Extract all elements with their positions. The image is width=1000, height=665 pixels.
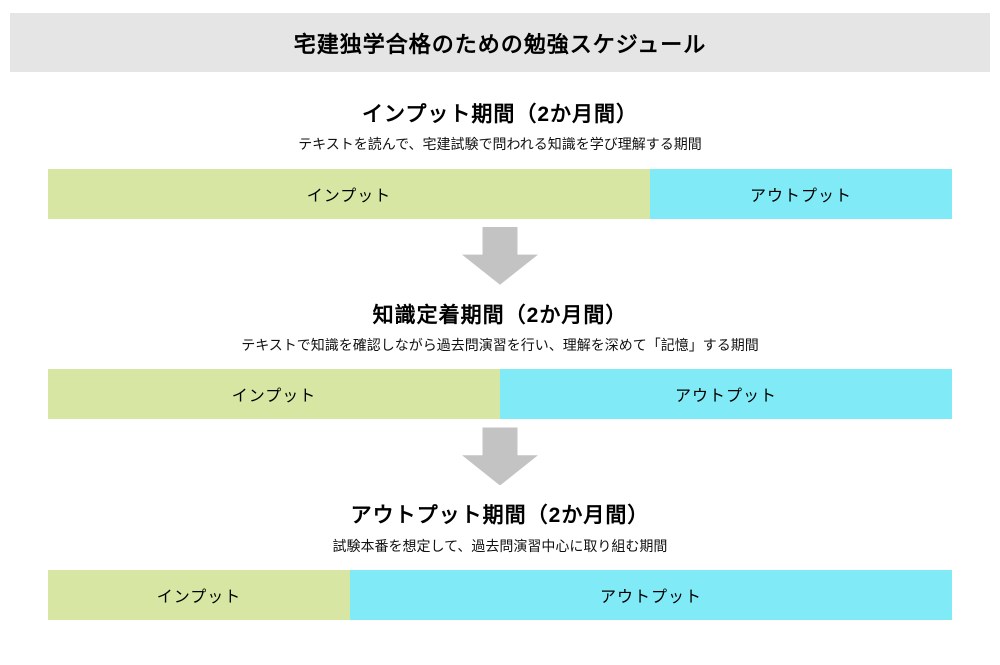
output-segment-label: アウトプット [750, 187, 853, 205]
down-arrow-icon [462, 427, 538, 486]
phase-input-period: インプット期間（2か月間） テキストを読んで、宅建試験で問われる知識を学び理解す… [0, 100, 1000, 219]
phase-subtitle: テキストで知識を確認しながら過去問演習を行い、理解を深めて「記憶」する期間 [241, 337, 759, 354]
output-segment: アウトプット [349, 570, 952, 621]
phase-consolidation-period: 知識定着期間（2か月間） テキストで知識を確認しながら過去問演習を行い、理解を深… [0, 301, 1000, 420]
input-segment: インプット [48, 168, 651, 219]
input-segment: インプット [48, 369, 500, 420]
phase-title: インプット期間（2か月間） [361, 103, 639, 126]
ratio-bar: インプット アウトプット [48, 570, 952, 621]
study-schedule-diagram: 宅建独学合格のための勉強スケジュール インプット期間（2か月間） テキストを読ん… [0, 13, 1000, 665]
input-segment-label: インプット [231, 388, 317, 406]
output-segment-label: アウトプット [674, 388, 777, 406]
ratio-bar: インプット アウトプット [48, 168, 952, 219]
output-segment-label: アウトプット [599, 589, 702, 607]
ratio-bar: インプット アウトプット [48, 369, 952, 420]
input-segment-label: インプット [306, 187, 392, 205]
phase-title: 知識定着期間（2か月間） [372, 303, 628, 327]
down-arrow-icon [462, 226, 538, 285]
input-segment-label: インプット [156, 589, 242, 607]
output-segment: アウトプット [500, 369, 952, 420]
phase-title: アウトプット期間（2か月間） [350, 504, 650, 528]
page-title: 宅建独学合格のための勉強スケジュール [293, 31, 707, 57]
phase-subtitle: テキストを読んで、宅建試験で問われる知識を学び理解する期間 [298, 136, 702, 153]
output-segment: アウトプット [650, 168, 952, 219]
phase-subtitle: 試験本番を想定して、過去問演習中心に取り組む期間 [332, 537, 668, 554]
phase-output-period: アウトプット期間（2か月間） 試験本番を想定して、過去問演習中心に取り組む期間 … [0, 501, 1000, 621]
page-header: 宅建独学合格のための勉強スケジュール [10, 13, 990, 72]
input-segment: インプット [48, 570, 350, 621]
